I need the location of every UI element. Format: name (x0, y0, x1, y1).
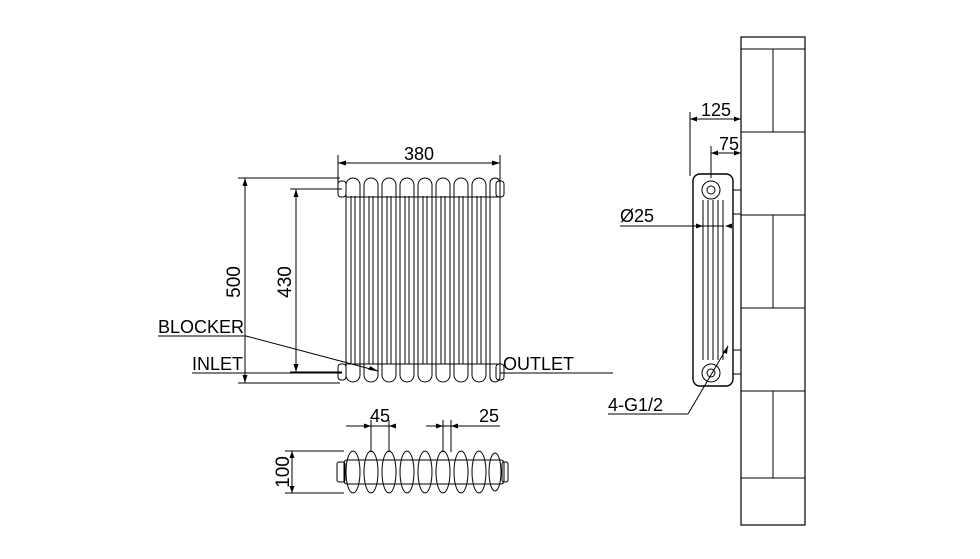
connections-label: 4-G1/2 (608, 395, 663, 415)
pitch-dimension: 45 (346, 406, 396, 452)
column-dim-label: 25 (479, 406, 499, 426)
depth-dimension-plan: 100 (273, 450, 344, 494)
pipe-centres-dim-label: 430 (275, 266, 296, 298)
offset-dim-label: 75 (719, 134, 739, 154)
front-labels: BLOCKER INLET OUTLET (158, 317, 613, 374)
outlet-label: OUTLET (503, 354, 574, 374)
connections-callout: 4-G1/2 (608, 345, 729, 415)
tube-dim-label: Ø25 (620, 206, 654, 226)
height-dim-label: 500 (224, 266, 245, 298)
height-dimension: 500 (224, 177, 340, 384)
side-depth-dim-label: 125 (701, 100, 731, 120)
width-dimension: 380 (337, 144, 501, 188)
side-depth-dimension: 125 (689, 100, 741, 176)
blocker-label: BLOCKER (158, 317, 244, 337)
offset-dimension: 75 (710, 134, 741, 178)
column-dimension: 25 (426, 406, 500, 452)
side-view: 125 75 Ø25 4-G1/2 (608, 36, 806, 526)
plan-view: 45 25 100 (273, 406, 509, 494)
front-view: 380 500 430 BLOCKER INLET OUTLET (158, 144, 613, 384)
plan-depth-dim-label: 100 (273, 456, 294, 488)
plan-columns (336, 450, 509, 494)
pipe-centres-dimension: 430 (275, 188, 342, 373)
pitch-dim-label: 45 (370, 406, 390, 426)
inlet-label: INLET (192, 354, 243, 374)
radiator-side (692, 173, 742, 387)
radiator-columns (337, 177, 505, 383)
width-dim-label: 380 (404, 144, 434, 164)
tube-dimension: Ø25 (620, 206, 732, 229)
wall (740, 36, 806, 526)
